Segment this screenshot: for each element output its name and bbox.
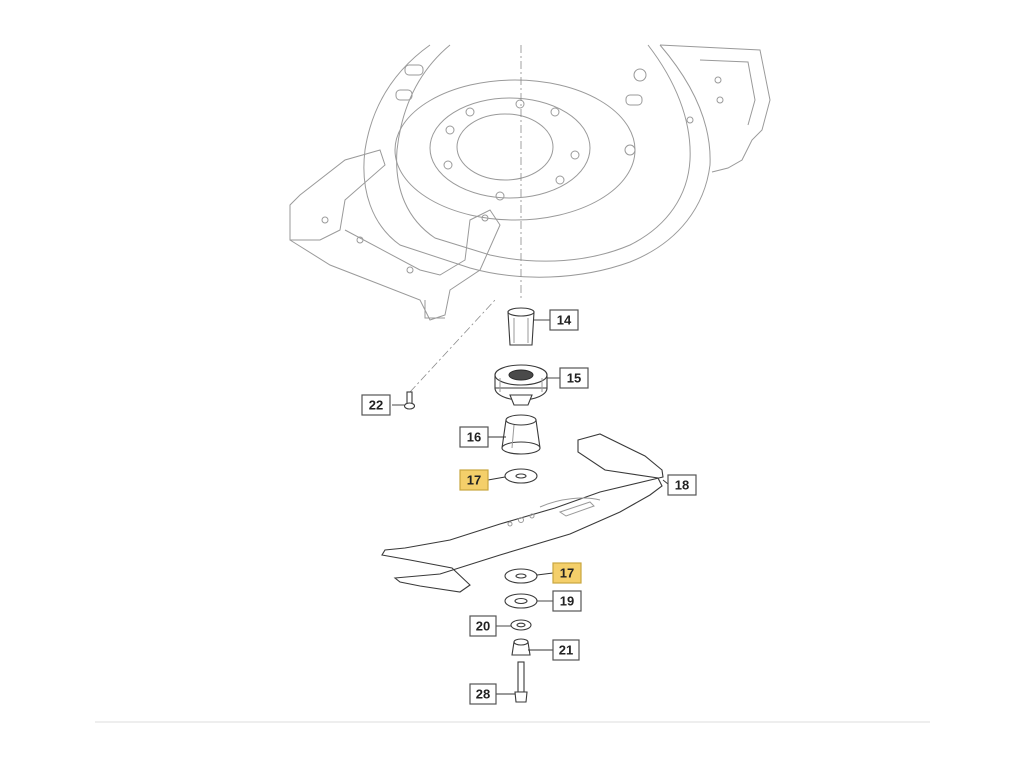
callout-14-text: 14 [557, 313, 572, 328]
part-22-bolt [403, 391, 416, 410]
part-16-bushing [501, 414, 541, 455]
callout-17-lower[interactable]: 17 [552, 562, 582, 584]
part-14-sleeve [507, 307, 535, 346]
callout-16-text: 16 [467, 430, 481, 445]
callout-14[interactable]: 14 [549, 309, 579, 331]
part-19-spring-washer [504, 593, 538, 609]
callout-17-lower-text: 17 [560, 566, 574, 581]
part-28-bolt [514, 661, 528, 703]
callout-22[interactable]: 22 [361, 394, 391, 416]
callout-22-text: 22 [369, 398, 383, 413]
callout-20-text: 20 [476, 619, 490, 634]
callout-21-text: 21 [559, 643, 573, 658]
callout-19-text: 19 [560, 594, 574, 609]
callout-17-upper-text: 17 [467, 473, 481, 488]
callout-20[interactable]: 20 [469, 615, 497, 637]
callout-16[interactable]: 16 [459, 426, 489, 448]
callout-28-text: 28 [476, 687, 490, 702]
callout-17-upper[interactable]: 17 [459, 469, 489, 491]
part-21-nut [511, 638, 531, 656]
bolt-axis-line [409, 299, 496, 393]
callout-21[interactable]: 21 [552, 639, 580, 661]
part-20-washer [510, 619, 532, 631]
callout-18-text: 18 [675, 478, 689, 493]
part-15-blade-hub [494, 364, 548, 406]
callout-18[interactable]: 18 [667, 474, 697, 496]
callout-15[interactable]: 15 [559, 367, 589, 389]
part-18-blade [381, 433, 664, 593]
part-17-washer-upper [504, 468, 538, 484]
leader-lines [392, 319, 669, 695]
mower-deck [289, 44, 771, 321]
callout-28[interactable]: 28 [469, 683, 497, 705]
callout-19[interactable]: 19 [552, 590, 582, 612]
callout-15-text: 15 [567, 371, 581, 386]
part-17-washer-lower [504, 568, 538, 584]
